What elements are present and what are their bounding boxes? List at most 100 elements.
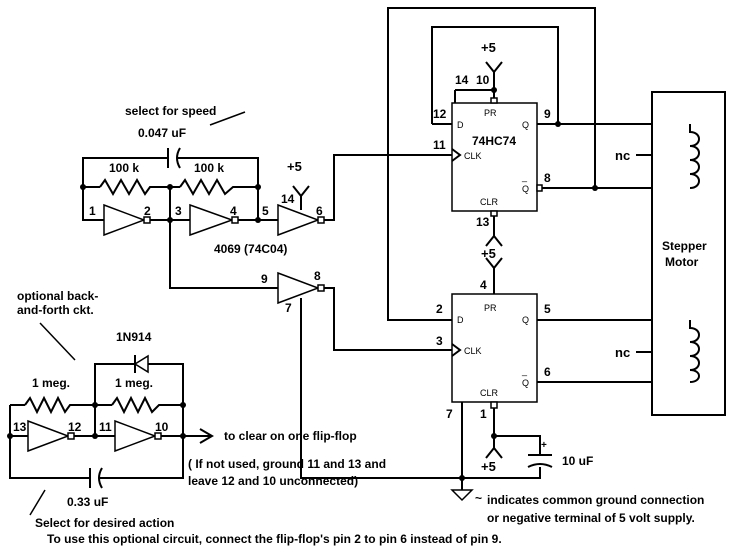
resistor-100k-a [99,177,155,197]
opt-inverter-1 [27,419,75,453]
ff1-clr-text: CLR [480,197,499,207]
resistor-1meg-a [24,395,75,415]
junction-dots [7,87,598,481]
ff1-qbar-bar: _ [521,172,528,182]
pin-inv2-out: 4 [230,204,237,218]
plus5-inv-label: +5 [287,159,302,174]
nc-1-label: nc [615,148,630,163]
pin-ff2-pr: 4 [480,278,487,292]
oscillator-wiring [82,154,452,479]
cap-033-label: 0.33 uF [67,495,108,509]
pin-inv1-out: 2 [144,204,151,218]
r100k-a-label: 100 k [109,161,139,175]
pin-opt2-out: 10 [155,420,169,434]
stepper-motor [651,91,726,416]
pin-buf-in: 9 [261,272,268,286]
vcc-symbol-mid-bottom [485,257,503,270]
capacitor-033uf [89,467,103,489]
pin-ff1-d: 12 [433,107,447,121]
pin-ff2-gnd: 7 [446,407,453,421]
to-use-note: To use this optional circuit, connect th… [47,532,502,546]
tilde-label: ~ [475,491,482,505]
inverter-3 [277,203,325,237]
chip-74hc74-label: 74HC74 [472,134,516,148]
flipflop-1 [451,97,543,217]
select-speed-label: select for speed [125,104,216,118]
ff2-qbar-bar: _ [521,366,528,376]
ff1-clk-text: CLK [464,151,482,161]
ground-note-1: indicates common ground connection [487,493,704,507]
inverter-1 [103,203,151,237]
stepper-label-2: Motor [665,255,699,269]
cap-plus-label: + [541,440,547,451]
pin-ff1-clk: 11 [433,138,446,152]
resistor-100k-b [179,177,238,197]
ff1-d-text: D [457,120,464,130]
pin-ff2-d: 2 [436,302,443,316]
pin-buf-out: 8 [314,269,321,283]
r1meg-a-label: 1 meg. [32,376,70,390]
ff2-q-text: Q [522,315,529,325]
cap-10uf-label: 10 uF [562,454,593,468]
vcc-symbol-inverter [292,185,310,198]
inverter-2 [189,203,239,237]
vcc-symbol-ff1 [485,61,503,74]
ff1-qbar-text: Q [522,184,529,194]
ff2-qbar-text: Q [522,378,529,388]
ground-note-2: or negative terminal of 5 volt supply. [487,511,695,525]
ff2-d-text: D [457,315,464,325]
pin-ff1-pr: 10 [476,73,490,87]
diode-label: 1N914 [116,330,152,344]
plus5-ff2-label: +5 [481,246,496,261]
ground-symbol [450,489,474,502]
if-not-used-2: leave 12 and 10 unconnected) [188,474,358,488]
nc-2-label: nc [615,345,630,360]
ff1-q-text: Q [522,120,529,130]
opt-inverter-2 [114,419,162,453]
flipflop-wiring [387,7,690,490]
pin-ff2-clr: 1 [480,407,487,421]
optional-label-2: and-forth ckt. [17,303,94,317]
ff2-clk-text: CLK [464,346,482,356]
pin-inv3-out: 6 [316,204,323,218]
pin-ff2-qbar: 6 [544,365,551,379]
buffer-inverter [277,271,325,305]
cap-0047-label: 0.047 uF [138,126,186,140]
vcc-symbol-bottom [485,446,503,459]
plus5-bottom-label: +5 [481,459,496,474]
pin-opt1-out: 12 [68,420,82,434]
vcc-symbol-mid-top [485,234,503,247]
diode-1n914 [133,354,149,374]
r100k-b-label: 100 k [194,161,224,175]
capacitor-10uf [527,454,553,468]
pin-ff1-qbar: 8 [544,171,551,185]
pin-ff1-q: 9 [544,107,551,121]
pin-inv3-vcc: 14 [281,192,295,206]
optional-label-1: optional back- [17,289,98,303]
pin-inv3-in: 5 [262,204,269,218]
capacitor-0047uf [167,147,181,169]
flipflop-2 [451,293,538,409]
pin-ff2-clk: 3 [436,334,443,348]
pin-opt1-in: 13 [13,420,27,434]
pin-inv1-in: 1 [89,204,96,218]
pin-ff1-pr-vcc: 14 [455,73,469,87]
pin-inv2-in: 3 [175,204,182,218]
chip-4069-label: 4069 (74C04) [214,242,287,256]
resistor-1meg-b [111,395,165,415]
to-clear-label: to clear on one flip-flop [224,429,357,443]
select-action-label: Select for desired action [35,516,174,530]
pin-ff2-q: 5 [544,302,551,316]
ff2-clr-text: CLR [480,388,499,398]
pin-ff1-clr: 13 [476,215,490,229]
ff1-pr-text: PR [484,108,497,118]
plus5-ff1-label: +5 [481,40,496,55]
pin-buf-gnd: 7 [285,301,292,315]
ff2-pr-text: PR [484,303,497,313]
r1meg-b-label: 1 meg. [115,376,153,390]
pin-opt2-in: 11 [99,420,112,434]
stepper-label-1: Stepper [662,239,707,253]
if-not-used-1: ( If not used, ground 11 and 13 and [188,457,386,471]
